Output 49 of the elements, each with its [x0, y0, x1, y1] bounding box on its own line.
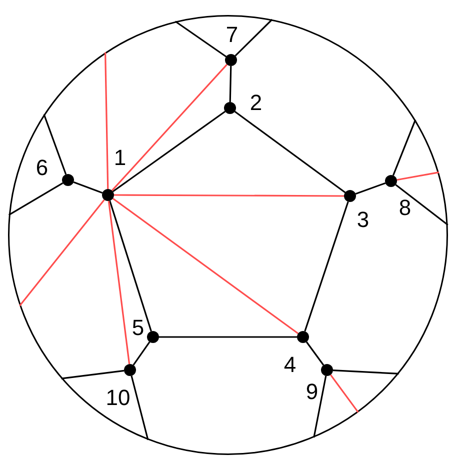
vertex-label: 2 — [250, 92, 262, 114]
connector-line — [104, 52, 109, 190]
connector-line — [306, 341, 324, 366]
vertex-label: 4 — [284, 354, 296, 376]
vertex-dot — [124, 364, 136, 376]
connector-line — [355, 182, 386, 195]
connector-line — [229, 66, 232, 102]
connector-line — [8, 182, 64, 216]
connector-line — [43, 114, 67, 175]
connector-line — [61, 370, 124, 380]
connector-line — [330, 374, 359, 413]
vertex-dot — [224, 102, 236, 114]
connector-line — [73, 181, 103, 194]
connector-line — [159, 336, 297, 338]
vertex-label: 1 — [114, 147, 126, 169]
connector-line — [112, 198, 299, 334]
vertex-label: 9 — [306, 381, 318, 403]
connector-line — [392, 120, 416, 176]
vertex-label: 6 — [36, 157, 48, 179]
connector-line — [112, 110, 226, 192]
vertex-dot — [62, 174, 74, 186]
vertex-dot — [385, 175, 397, 187]
vertex-dot — [147, 331, 159, 343]
connector-line — [304, 201, 349, 332]
boundary-circle — [8, 15, 448, 455]
connector-line — [130, 376, 149, 440]
connector-line — [234, 110, 346, 194]
connector-line — [234, 18, 273, 56]
vertex-dot — [321, 364, 333, 376]
connector-line — [132, 341, 150, 366]
connector-line — [332, 370, 399, 374]
connector-line — [108, 200, 130, 364]
vertex-label: 3 — [356, 209, 370, 231]
vertex-dot — [225, 54, 237, 66]
vertex-label: 5 — [132, 317, 144, 339]
connector-line — [395, 184, 448, 226]
vertex-dot — [344, 190, 356, 202]
connector-line — [111, 64, 228, 192]
connector-line — [313, 376, 327, 438]
vertex-label: 8 — [398, 197, 412, 219]
vertex-dot — [102, 189, 114, 201]
connector-line — [19, 199, 105, 306]
connector-line — [114, 194, 344, 197]
vertex-label: 10 — [106, 387, 130, 409]
connector-line — [109, 200, 152, 332]
connector-line — [174, 20, 227, 58]
vertex-dot — [297, 331, 309, 343]
vertex-label: 7 — [226, 24, 238, 46]
connector-line — [396, 172, 440, 181]
